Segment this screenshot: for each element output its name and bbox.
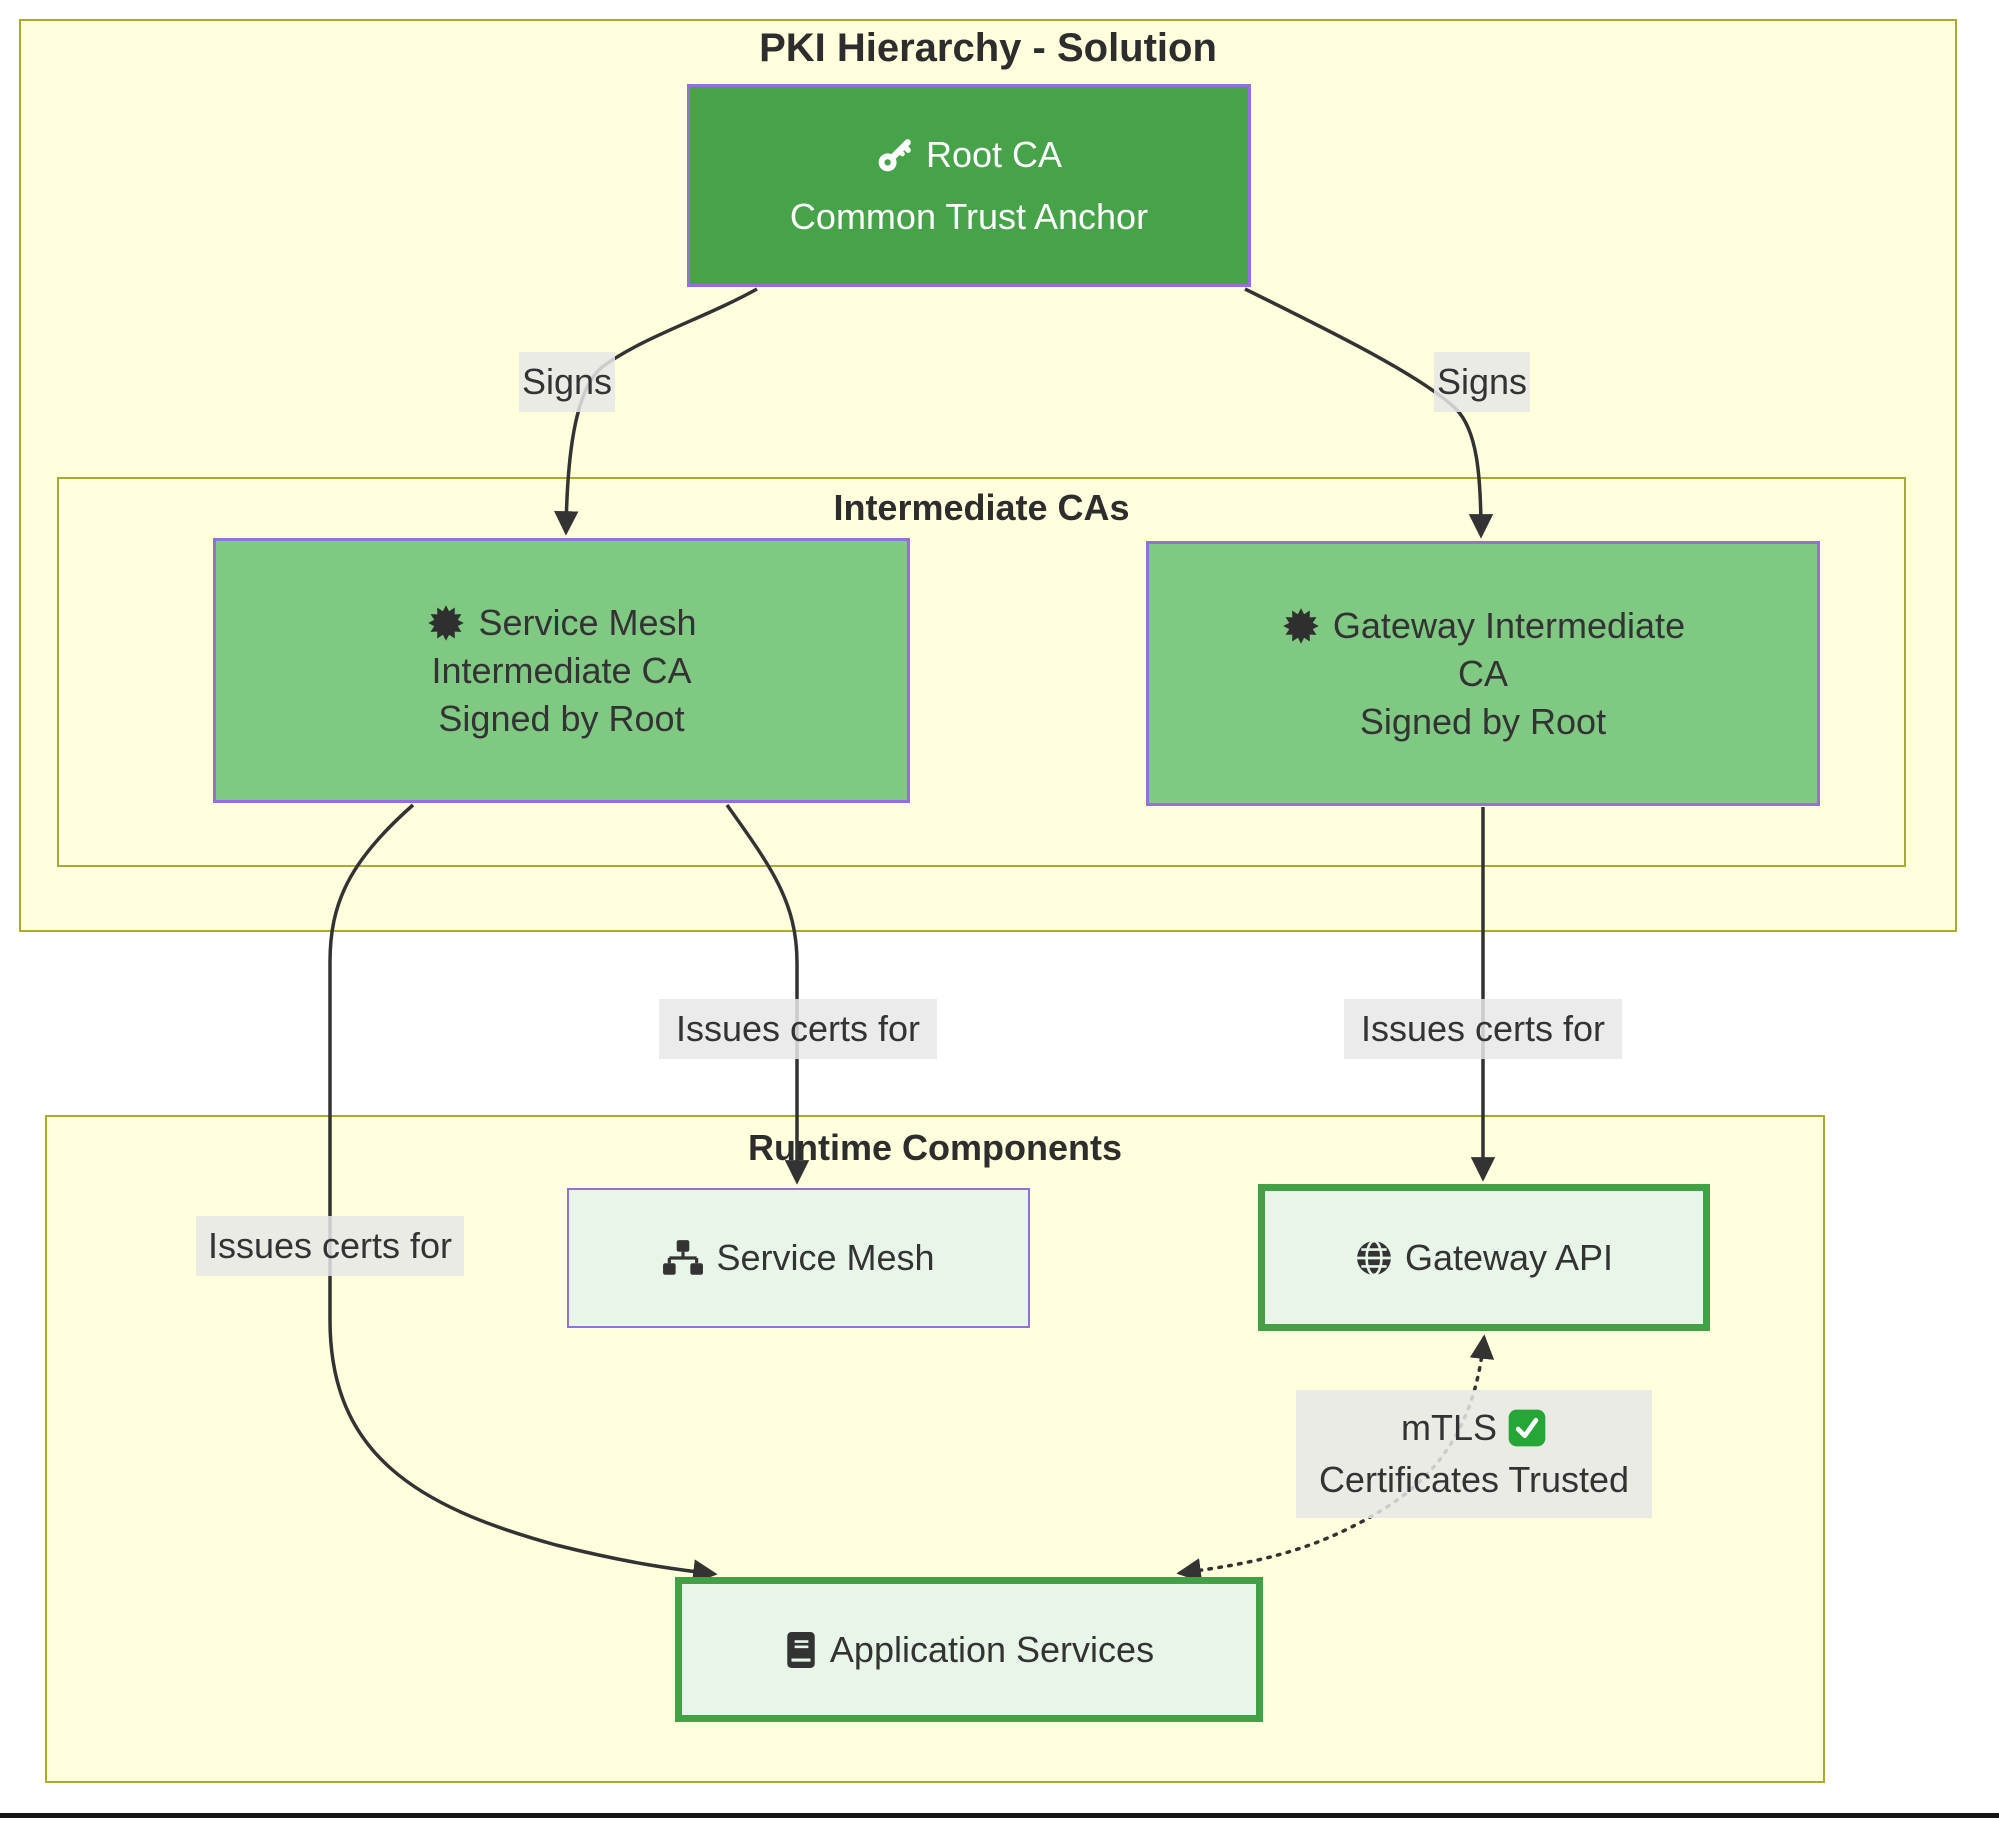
edge-root-to-gateway-ca xyxy=(1244,287,1494,539)
node-root-ca: Root CA Common Trust Anchor xyxy=(687,84,1251,287)
mtls-subtext: Certificates Trusted xyxy=(1318,1459,1630,1500)
globe-icon xyxy=(1355,1239,1393,1277)
node-service-mesh-intermediate-ca: Service Mesh Intermediate CA Signed by R… xyxy=(213,538,910,803)
diagram-title: PKI Hierarchy - Solution xyxy=(759,26,1217,70)
service-mesh-ca-line3: Signed by Root xyxy=(438,697,685,739)
key-icon xyxy=(876,136,914,174)
edge-label-issues-left: Issues certs for xyxy=(196,1216,464,1276)
book-icon xyxy=(784,1631,818,1669)
gateway-ca-label: Gateway Intermediate xyxy=(1332,604,1686,646)
check-icon xyxy=(1507,1408,1547,1448)
node-gateway-intermediate-ca: Gateway Intermediate CA Signed by Root xyxy=(1146,541,1820,806)
edge-label-issues-right: Issues certs for xyxy=(1344,999,1622,1059)
application-services-label: Application Services xyxy=(829,1628,1155,1670)
mtls-text: mTLS xyxy=(1400,1406,1497,1448)
edge-label-mtls: mTLS Certificates Trusted xyxy=(1296,1390,1652,1518)
certificate-icon xyxy=(426,603,466,643)
service-mesh-ca-label: Service Mesh xyxy=(478,601,697,643)
root-ca-label: Root CA xyxy=(925,133,1063,175)
edge-label-signs-left: Signs xyxy=(519,352,615,412)
root-ca-sublabel: Common Trust Anchor xyxy=(789,195,1149,237)
window-bottom-border xyxy=(0,1813,1999,1818)
node-service-mesh-runtime: Service Mesh xyxy=(567,1188,1030,1328)
sitemap-icon xyxy=(662,1240,704,1276)
edge-servicemeshca-to-appservices xyxy=(328,803,718,1584)
node-gateway-api: Gateway API xyxy=(1258,1184,1710,1331)
service-mesh-ca-line2: Intermediate CA xyxy=(431,649,692,691)
service-mesh-runtime-label: Service Mesh xyxy=(716,1237,935,1278)
edge-servicemeshca-to-servicemesh xyxy=(725,803,810,1185)
gateway-ca-line2: CA xyxy=(1457,652,1508,694)
edge-label-issues-center: Issues certs for xyxy=(659,999,937,1059)
certificate-icon xyxy=(1281,606,1321,646)
gateway-api-label: Gateway API xyxy=(1404,1236,1614,1278)
node-application-services: Application Services xyxy=(675,1577,1263,1722)
gateway-ca-line3: Signed by Root xyxy=(1359,700,1607,742)
edge-label-signs-right: Signs xyxy=(1434,352,1530,412)
runtime-components-title: Runtime Components xyxy=(748,1127,1122,1168)
intermediate-cas-title: Intermediate CAs xyxy=(833,487,1130,528)
